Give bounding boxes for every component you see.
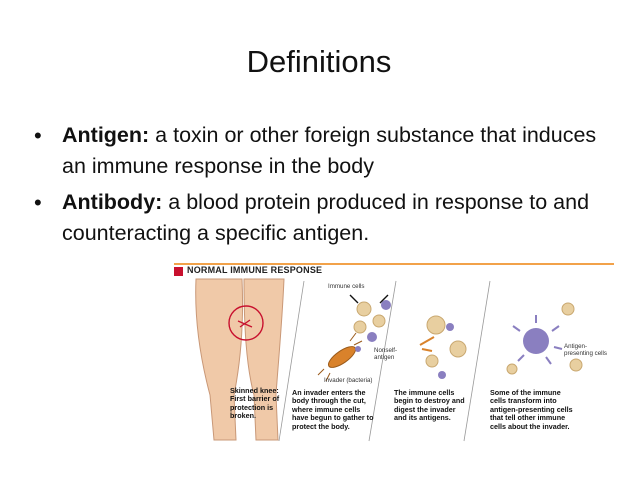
figure-header: NORMAL IMMUNE RESPONSE	[174, 265, 614, 279]
label-invader: Invader (bacteria)	[324, 377, 373, 384]
bacteria-invader	[317, 332, 363, 382]
immune-response-figure: NORMAL IMMUNE RESPONSE	[174, 263, 614, 444]
figure-header-text: NORMAL IMMUNE RESPONSE	[187, 265, 323, 275]
label-nonself-antigen: Nonself-antigen	[374, 347, 398, 361]
figure-illustration	[195, 278, 583, 442]
term-antigen: Antigen:	[62, 123, 150, 147]
bullet-dot-icon: •	[34, 190, 42, 215]
bullet-list: • Antigen: a toxin or other foreign subs…	[34, 120, 614, 254]
slide-title: Definitions	[246, 44, 392, 79]
label-antigen-presenting: Antigen-presenting cells	[564, 343, 607, 357]
definition-antigen: a toxin or other foreign substance that …	[62, 123, 597, 178]
term-antibody: Antibody:	[62, 190, 163, 214]
panel-caption-invader: An invader enters the body through the c…	[292, 388, 374, 431]
bullet-antigen: • Antigen: a toxin or other foreign subs…	[34, 120, 614, 182]
digesting-cells	[419, 315, 467, 379]
definition-antibody: a blood protein produced in response to …	[62, 190, 590, 245]
legs-illustration	[195, 278, 285, 441]
label-immune-cells: Immune cells	[328, 283, 365, 290]
immune-cells-cluster	[349, 294, 391, 342]
panel-caption-knee: Skinned knee: First barrier of protectio…	[230, 386, 280, 421]
bullet-dot-icon: •	[34, 123, 42, 148]
bullet-antibody: • Antibody: a blood protein produced in …	[34, 187, 614, 249]
antigen-presenting-cells	[506, 302, 583, 375]
header-square-icon	[174, 267, 183, 276]
panel-caption-transform: Some of the immune cells transform into …	[490, 388, 573, 431]
panel-caption-digest: The immune cells begin to destroy and di…	[394, 388, 465, 423]
